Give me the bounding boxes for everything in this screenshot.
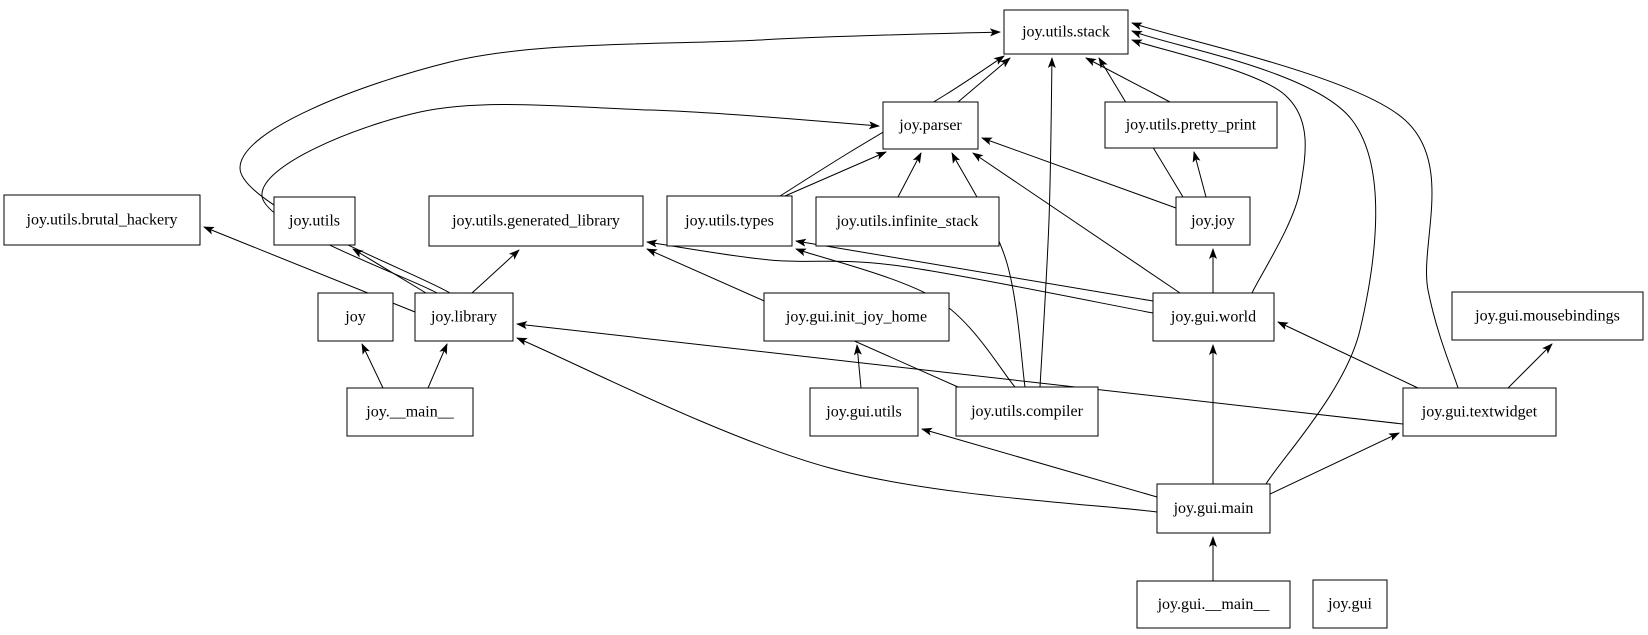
edge-joy-main-to-joy-library: [427, 343, 448, 389]
edge-joy-joy-to-joy-utils-pretty_print: [1192, 151, 1207, 198]
node-joy-main-box: [346, 387, 474, 437]
node-joy-utils-types: joy.utils.types: [666, 195, 793, 247]
node-joy-gui-textwidget-label: joy.gui.textwidget: [1421, 404, 1538, 421]
node-joy-utils-pretty_print: joy.utils.pretty_print: [1104, 101, 1278, 149]
node-joy-utils-brutal_hackery-box: [3, 194, 201, 246]
node-joy-gui-world-label: joy.gui.world: [1170, 309, 1256, 326]
node-joy-utils-label: joy.utils: [288, 213, 340, 230]
node-joy-utils-infinite_stack-label: joy.utils.infinite_stack: [835, 213, 978, 230]
node-joy-joy: joy.joy: [1175, 196, 1251, 246]
node-joy-gui-utils-box: [809, 387, 919, 437]
node-joy-utils-compiler-box: [955, 386, 1099, 437]
node-joy-utils-infinite_stack: joy.utils.infinite_stack: [815, 196, 1000, 247]
node-joy-gui-mousebindings-label: joy.gui.mousebindings: [1474, 308, 1620, 325]
node-joy-gui-world-box: [1152, 292, 1275, 342]
node-joy-joy-label: joy.joy: [1190, 213, 1235, 230]
node-joy-utils-compiler-label: joy.utils.compiler: [970, 403, 1084, 420]
node-joy-gui-main-module: joy.gui.__main__: [1136, 580, 1291, 629]
edge-joy-library-to-joy-utils-stack: [239, 28, 1001, 294]
node-joy-main-label: joy.__main__: [365, 404, 454, 421]
edge-joy-gui-textwidget-to-joy-gui-world: [1277, 321, 1419, 389]
node-joy-gui-utils-label: joy.gui.utils: [825, 404, 901, 421]
edge-joy-utils-compiler-to-joy-parser: [951, 152, 1026, 388]
node-joy-utils-generated_library-box: [428, 195, 644, 247]
edge-joy-parser-to-joy-utils-stack: [957, 57, 1011, 103]
node-joy-gui-textwidget: joy.gui.textwidget: [1402, 387, 1557, 437]
edge-joy-gui-main-to-joy-gui-textwidget: [1269, 432, 1400, 495]
edge-joy-gui-textwidget-to-joy-utils-stack: [1131, 22, 1459, 389]
edge-joy-utils-compiler-to-joy-utils-stack: [1039, 57, 1056, 388]
node-joy-gui-main-module-box: [1136, 580, 1291, 629]
node-joy-gui-init_joy_home-box: [763, 292, 950, 342]
edge-joy-gui-textwidget-to-joy-gui-mousebindings: [1507, 343, 1553, 389]
edge-joy-gui-world-to-joy-utils-types: [795, 238, 1154, 302]
node-joy-gui-main-module-label: joy.gui.__main__: [1157, 596, 1271, 613]
node-joy-utils-types-label: joy.utils.types: [684, 213, 774, 230]
node-joy-label: joy: [344, 309, 365, 326]
node-joy-utils-brutal_hackery: joy.utils.brutal_hackery: [3, 194, 201, 246]
edge-joy-gui-textwidget-to-joy-library: [516, 321, 1404, 425]
node-joy-gui-main: joy.gui.main: [1156, 483, 1271, 534]
node-joy-library: joy.library: [414, 292, 514, 342]
node-joy: joy: [317, 292, 394, 342]
node-joy-gui-mousebindings: joy.gui.mousebindings: [1451, 291, 1644, 341]
node-joy-gui-init_joy_home: joy.gui.init_joy_home: [763, 292, 950, 342]
node-joy-gui-box: [1312, 579, 1388, 629]
node-joy-gui: joy.gui: [1312, 579, 1388, 629]
node-joy-gui-utils: joy.gui.utils: [809, 387, 919, 437]
node-joy-utils-brutal_hackery-label: joy.utils.brutal_hackery: [26, 212, 178, 229]
edge-joy-utils-infinite_stack-to-joy-parser: [897, 152, 922, 198]
node-joy-utils-generated_library-label: joy.utils.generated_library: [451, 213, 620, 230]
node-joy-parser: joy.parser: [882, 101, 979, 150]
node-joy-library-label: joy.library: [430, 309, 497, 326]
node-joy-utils-box: [273, 196, 356, 246]
nodes-layer: joy.utils.stack joy.parser joy.utils.prett…: [3, 9, 1644, 629]
node-joy-gui-main-label: joy.gui.main: [1173, 500, 1254, 517]
edge-joy-gui-utils-to-joy-gui-init_joy_home: [853, 344, 862, 389]
node-joy-box: [317, 292, 394, 342]
edge-joy-joy-to-joy-parser: [981, 137, 1177, 209]
node-joy-utils-pretty_print-box: [1104, 101, 1278, 149]
node-joy-utils-stack: joy.utils.stack: [1003, 9, 1129, 55]
edge-joy-gui-world-to-joy-utils-stack: [1131, 39, 1306, 294]
node-joy-main: joy.__main__: [346, 387, 474, 437]
edge-joy-gui-world-to-joy-parser: [972, 152, 1181, 294]
node-joy-library-box: [414, 292, 514, 342]
edge-joy-utils-types-to-joy-parser: [784, 151, 887, 197]
node-joy-utils-pretty_print-label: joy.utils.pretty_print: [1125, 117, 1257, 134]
node-joy-utils-infinite_stack-box: [815, 196, 1000, 247]
node-joy-gui-label: joy.gui: [1327, 596, 1372, 613]
edge-joy-gui-world-to-joy-utils-generated_library: [646, 239, 1154, 314]
node-joy-joy-box: [1175, 196, 1251, 246]
node-joy-utils-types-box: [666, 195, 793, 247]
node-joy-utils-stack-box: [1003, 9, 1129, 55]
edge-joy-gui-main-to-joy-gui-utils: [921, 427, 1158, 498]
edge-joy-gui-main-to-joy-library: [516, 337, 1158, 513]
node-joy-parser-box: [882, 101, 979, 150]
edge-joy-library-to-joy-utils-generated_library: [471, 249, 520, 294]
node-joy-utils-compiler: joy.utils.compiler: [955, 386, 1099, 437]
node-joy-parser-label: joy.parser: [898, 117, 962, 134]
node-joy-gui-mousebindings-box: [1451, 291, 1644, 341]
edge-joy-gui-main-to-joy-utils-stack: [1131, 30, 1377, 485]
node-joy-utils: joy.utils: [273, 196, 356, 246]
node-joy-utils-generated_library: joy.utils.generated_library: [428, 195, 644, 247]
node-joy-gui-textwidget-box: [1402, 387, 1557, 437]
edge-joy-main-to-joy: [361, 343, 384, 389]
node-joy-gui-world: joy.gui.world: [1152, 292, 1275, 342]
edge-joy-library-to-joy-utils: [352, 248, 427, 294]
node-joy-gui-main-box: [1156, 483, 1271, 534]
node-joy-gui-init_joy_home-label: joy.gui.init_joy_home: [785, 309, 927, 326]
edge-joy-utils-pretty_print-to-joy-utils-stack: [1085, 57, 1171, 103]
node-joy-utils-stack-label: joy.utils.stack: [1021, 24, 1110, 41]
